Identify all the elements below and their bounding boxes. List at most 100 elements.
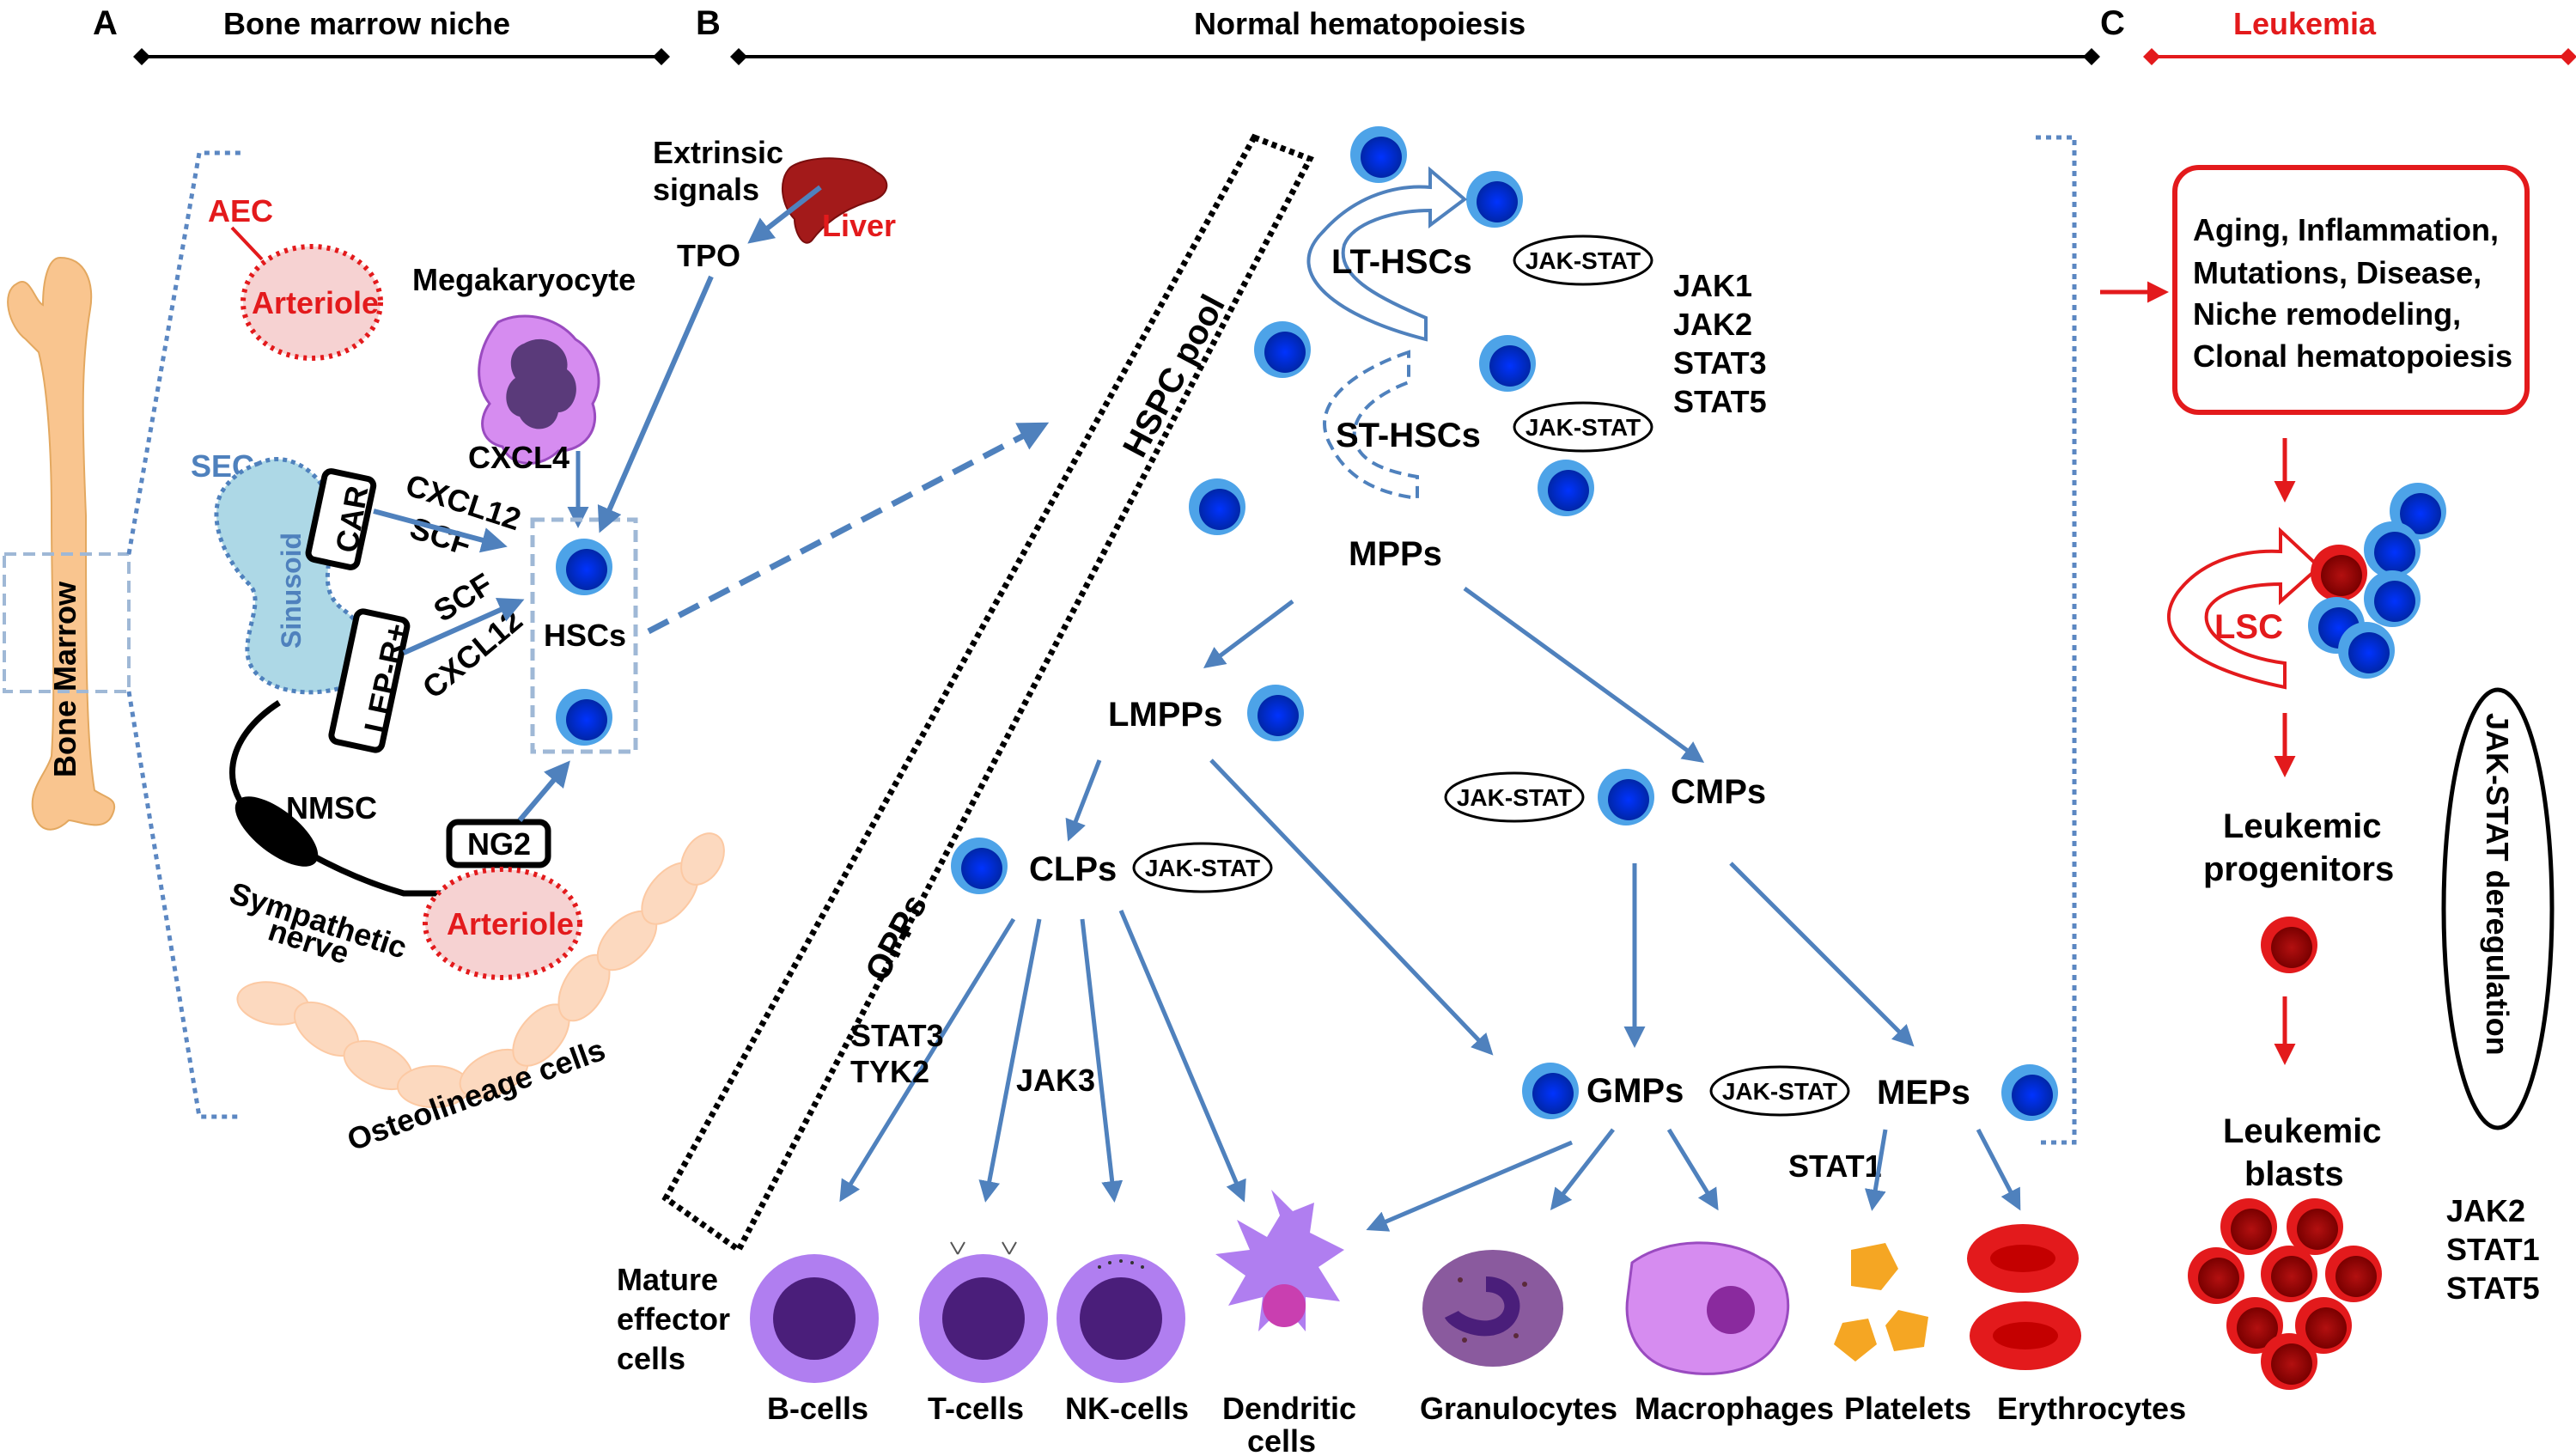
panel-b-title: Normal hematopoiesis — [1194, 6, 1526, 41]
panel-c-letter: C — [2100, 4, 2125, 42]
gene-1: JAK2 — [2446, 1193, 2525, 1228]
clp-to-nkcell-arrow — [1080, 918, 1124, 1203]
lsc-cluster — [2308, 483, 2446, 679]
st-hscs-label: ST-HSCs — [1336, 417, 1481, 454]
jak-list-2: JAK2 — [1673, 307, 1752, 342]
b-cell — [750, 1254, 879, 1383]
hscs-label: HSCs — [544, 618, 626, 653]
panel-c-title: Leukemia — [2233, 6, 2377, 41]
hsc-to-pool-arrow — [647, 422, 1050, 635]
jak-stat-gmp-label: JAK-STAT — [1722, 1078, 1837, 1105]
clp-to-bcell-arrow — [839, 917, 1016, 1203]
gmp-to-granulocyte-arrow — [1550, 1128, 1615, 1210]
liver-shape — [781, 157, 888, 244]
lsc-label: LSC — [2214, 608, 2283, 646]
pool-band — [661, 133, 1314, 1255]
leukemic-blasts-cluster — [2188, 1198, 2382, 1390]
jak3-label: JAK3 — [1016, 1063, 1095, 1098]
osteolineage-cells — [236, 832, 725, 1108]
hsc-cell-1 — [556, 539, 612, 595]
gene-2: STAT1 — [2446, 1232, 2540, 1267]
mature-label-1: Mature — [617, 1262, 718, 1297]
mpp-to-cmp-arrow — [1463, 586, 1705, 763]
panel-headers: A Bone marrow niche B Normal hematopoies… — [93, 4, 2576, 65]
aec-pointer — [230, 226, 264, 261]
mpps-label: MPPs — [1349, 535, 1442, 573]
lepr-box — [328, 608, 411, 753]
gmp-to-dendritic-arrow — [1366, 1140, 1573, 1232]
liver-label: Liver — [822, 208, 896, 243]
extrinsic-label-1: Extrinsic — [653, 135, 783, 170]
extrinsic-label-2: signals — [653, 172, 759, 207]
jak-stat-st-label: JAK-STAT — [1526, 414, 1641, 441]
blue-cells — [951, 126, 2058, 1121]
stat3-label: STAT3 — [850, 1018, 944, 1053]
liver-arrow — [747, 185, 822, 244]
arteriole-bottom-label: Arteriole — [447, 906, 574, 941]
zoom-line-bottom — [126, 691, 241, 1119]
panel-a-letter: A — [93, 4, 118, 42]
lt-hscs-label: LT-HSCs — [1331, 243, 1472, 281]
tpo-label: TPO — [677, 238, 740, 273]
car-arrow — [373, 509, 508, 553]
panel-a-title: Bone marrow niche — [223, 6, 510, 41]
granulocyte — [1422, 1250, 1563, 1367]
tpo-arrow — [597, 275, 714, 533]
jak-stat-st-oval — [1513, 401, 1653, 453]
gene-3: STAT5 — [2446, 1270, 2540, 1306]
mature-label-2: effector — [617, 1301, 730, 1337]
jak-stat-lt-oval — [1513, 235, 1653, 286]
right-bracket — [2036, 135, 2077, 1145]
erythrocytes — [1967, 1224, 2081, 1370]
bone-marrow-label: Bone Marrow — [47, 581, 82, 777]
jak-stat-clp-label: JAK-STAT — [1145, 855, 1260, 881]
blasts-label-1: Leukemic — [2223, 1112, 2382, 1150]
megakaryocyte-label: Megakaryocyte — [412, 262, 636, 297]
progenitors-label-2: progenitors — [2203, 850, 2394, 888]
arteriole-bottom — [423, 867, 582, 980]
platelets-label: Platelets — [1844, 1391, 1971, 1426]
jak-stat-cmp-oval — [1444, 771, 1585, 823]
jak-stat-clp-oval — [1132, 842, 1273, 893]
cause-4: Clonal hematopoiesis — [2193, 338, 2512, 374]
cause-3: Niche remodeling, — [2193, 296, 2461, 332]
lmpps-label: LMPPs — [1108, 696, 1222, 734]
jak-stat-gmp-oval — [1709, 1065, 1850, 1117]
cxcl12-b-label: CXCL12 — [416, 602, 529, 705]
arteriole-top — [241, 244, 383, 361]
cause-2: Mutations, Disease, — [2193, 255, 2482, 290]
dendritic-label-1: Dendritic — [1222, 1391, 1356, 1426]
aec-label: AEC — [208, 193, 273, 228]
mep-to-platelet-arrow — [1864, 1129, 1888, 1211]
jak-list-4: STAT5 — [1673, 384, 1767, 419]
jak-list: JAK1 JAK2 STAT3 STAT5 — [1673, 268, 1767, 419]
panel-a: Bone Marrow AEC Arteriole Megakaryocyte … — [3, 135, 1050, 1158]
lmpp-to-clp-arrow — [1065, 759, 1102, 842]
megakaryocyte-nucleus — [506, 338, 576, 429]
ng2-arrow — [517, 760, 570, 822]
sinusoid-label: Sinusoid — [276, 533, 307, 649]
nk-cell — [1057, 1254, 1185, 1383]
mpp-to-lmpp-arrow — [1203, 600, 1294, 668]
clp-to-dendritic-arrow — [1118, 910, 1246, 1203]
stat1-label: STAT1 — [1788, 1148, 1882, 1184]
meps-label: MEPs — [1877, 1074, 1970, 1112]
cmp-to-mep-arrow — [1729, 862, 1915, 1047]
deregulation-oval — [2441, 687, 2555, 1130]
bone-zoom-box — [3, 552, 131, 693]
causes-box — [2172, 165, 2530, 415]
gmps-label: GMPs — [1586, 1072, 1684, 1110]
t-cells-label: T-cells — [928, 1391, 1024, 1426]
clp-to-tcell-arrow — [978, 918, 1042, 1203]
progenitors-label-1: Leukemic — [2223, 807, 2382, 845]
hspc-pool-label: HSPC pool — [1116, 289, 1233, 463]
nmsc-cell — [234, 796, 319, 867]
jak-list-3: STAT3 — [1673, 345, 1767, 381]
hsc-niche-box — [530, 517, 638, 754]
jak-stat-lt-label: JAK-STAT — [1526, 247, 1641, 274]
jak-stat-cmp-label: JAK-STAT — [1457, 784, 1572, 811]
platelets — [1834, 1243, 1928, 1362]
st-self-renewal-arrow — [1323, 350, 1419, 501]
ng2-label: NG2 — [467, 826, 531, 862]
